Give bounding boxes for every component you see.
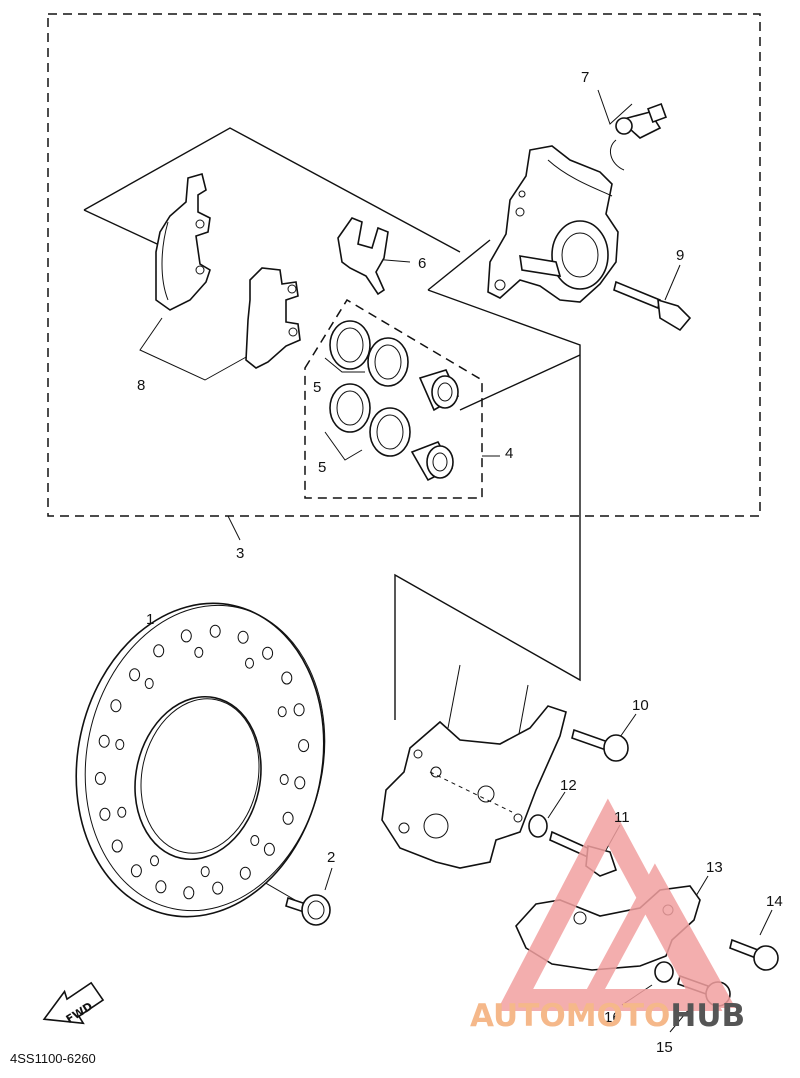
disc-hole	[209, 624, 221, 638]
disc-hole	[293, 703, 305, 717]
callout-12: 12	[560, 777, 577, 794]
disc-hole	[237, 630, 249, 644]
bolt-10	[571, 728, 629, 762]
bleed-screw	[609, 103, 667, 171]
callout-5b: 5	[318, 459, 326, 476]
disc-hole	[250, 835, 260, 846]
disc-hole	[130, 864, 142, 878]
bolt-14	[729, 938, 779, 971]
leader-caliper-mount	[427, 239, 491, 291]
callout-6: 6	[418, 255, 426, 272]
disc-hole	[200, 866, 210, 878]
callout-2: 2	[327, 849, 335, 866]
piston-upper	[418, 369, 460, 412]
leader-8	[139, 317, 249, 381]
callout-3: 3	[236, 545, 244, 562]
piston-lower	[410, 441, 454, 482]
disc-hole	[239, 866, 251, 880]
leader-14	[759, 909, 773, 936]
piston-seal-lower-left	[329, 383, 371, 433]
callout-8: 8	[137, 377, 145, 394]
leader-7	[597, 89, 633, 125]
leader-seal	[459, 354, 581, 411]
leader-12	[547, 791, 566, 819]
watermark-hub: HUB	[670, 998, 745, 1034]
leader-15	[669, 1007, 691, 1033]
callout-13: 13	[706, 859, 723, 876]
disc-hole	[263, 842, 275, 856]
watermark-logo-mark	[496, 798, 736, 1011]
brake-pad-left	[155, 173, 211, 311]
disc-hole	[153, 644, 165, 658]
disc-hole	[144, 678, 154, 689]
disc-hole	[282, 811, 294, 825]
disc-hole	[279, 774, 289, 785]
disc-hole	[212, 881, 224, 895]
disc-hole	[117, 806, 127, 818]
seal-kit-box	[304, 298, 483, 499]
disc-hole	[194, 646, 204, 658]
disc-hole	[298, 739, 310, 753]
callout-14: 14	[766, 893, 783, 910]
disc-hole	[98, 734, 110, 748]
fwd-arrow-icon: FWD	[42, 981, 105, 1026]
callout-11: 11	[614, 809, 630, 826]
piston-seal-lower-right	[369, 407, 411, 457]
washer-12	[528, 814, 548, 838]
washer-16	[654, 961, 674, 983]
disc-hole	[183, 886, 195, 900]
disc-hole	[277, 706, 287, 718]
disc-hole	[262, 646, 274, 660]
leader-3	[227, 515, 241, 541]
disc-hole	[294, 776, 306, 790]
pad-spring	[337, 217, 389, 296]
disc-hole	[129, 668, 141, 682]
disc-bolt	[285, 894, 331, 926]
disc-hole	[99, 807, 111, 821]
leader-caliper-down	[394, 289, 581, 720]
disc-hole	[155, 880, 167, 894]
disc-hole	[110, 699, 122, 713]
disc-hole	[94, 771, 106, 785]
piston-seal-upper-right	[367, 337, 409, 387]
fork-leg-bracket	[381, 664, 567, 869]
part-code: 4SS1100-6260	[10, 1051, 96, 1066]
callout-10: 10	[632, 697, 649, 714]
callout-1: 1	[146, 611, 154, 628]
watermark-auto: AUTOMOTO	[470, 998, 670, 1034]
piston-seal-upper-left	[329, 320, 371, 370]
brake-disc	[75, 602, 326, 918]
callout-16: 16	[604, 1009, 621, 1026]
disc-hole	[115, 739, 125, 750]
leader-5a	[324, 357, 365, 373]
disc-holes	[94, 624, 310, 900]
pad-pin	[613, 280, 692, 332]
callout-5a: 5	[313, 379, 321, 396]
watermark-text: AUTOMOTOHUB	[470, 998, 745, 1034]
disc-hole	[150, 855, 159, 867]
disc-hole	[111, 839, 123, 853]
leader-9	[664, 264, 681, 301]
leader-5b	[324, 431, 363, 461]
leader-2b	[324, 867, 333, 891]
callout-9: 9	[676, 247, 684, 264]
disc-hole	[281, 671, 293, 685]
leader-pads-2	[83, 209, 171, 251]
callout-4: 4	[505, 445, 513, 462]
callout-15: 15	[656, 1039, 673, 1056]
caliper-body	[487, 145, 619, 303]
disc-hole	[180, 629, 192, 643]
callout-7: 7	[581, 69, 589, 86]
brake-pad-right	[245, 267, 301, 369]
leader-pads	[83, 127, 461, 253]
caliper-assembly-box	[47, 13, 761, 517]
disc-hole	[245, 657, 254, 669]
